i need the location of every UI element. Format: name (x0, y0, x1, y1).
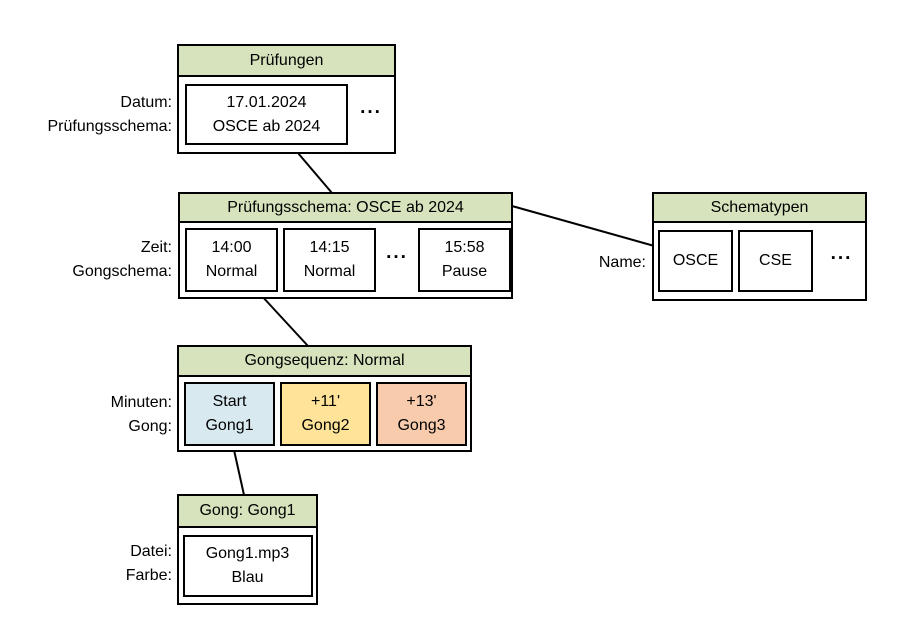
schematyp-cell-osce: OSCE (658, 230, 733, 292)
entity-gong-body: Gong1.mp3 Blau (179, 528, 316, 603)
slot-zeit-value: 14:00 (211, 239, 252, 256)
entity-gong-title: Gong: Gong1 (179, 496, 316, 528)
gong-minuten-value: +13' (406, 392, 437, 410)
entity-schematypen-title: Schematypen (654, 194, 865, 223)
connector-schema-to-schematyp (511, 205, 659, 248)
entity-pruefungsschema-title: Prüfungsschema: OSCE ab 2024 (180, 194, 511, 223)
gong-name-value: Gong2 (301, 416, 350, 434)
entity-pruefungen-body: 17.01.2024 OSCE ab 2024 ... (179, 77, 394, 152)
schematyp-name-value: CSE (759, 252, 792, 269)
entity-schematypen: Schematypen OSCE CSE ... (652, 192, 867, 301)
gongsequenz-cell-gong1: Start Gong1 (184, 381, 275, 446)
entity-pruefungsschema-body: 14:00 Normal 14:15 Normal ... 15:58 Paus… (180, 223, 511, 297)
entity-gong: Gong: Gong1 Gong1.mp3 Blau (177, 494, 318, 605)
entity-pruefungen-title: Prüfungen (179, 46, 394, 77)
gong-field-labels: Datei: Farbe: (0, 540, 172, 588)
gongsequenz-field-labels: Minuten: Gong: (0, 391, 172, 439)
label-gongschema: Gongschema: (72, 263, 172, 280)
gong-minuten-value: Start (212, 392, 247, 410)
pruefungsschema-field-labels: Zeit: Gongschema: (0, 236, 172, 284)
schematyp-cell-cse: CSE (738, 230, 813, 292)
schematyp-name-value: OSCE (672, 252, 719, 269)
pruefungen-datum-value: 17.01.2024 (226, 93, 307, 111)
gongsequenz-cell-gong2: +11' Gong2 (280, 381, 371, 446)
label-pruefungsschema: Prüfungsschema: (47, 118, 172, 135)
label-datei: Datei: (130, 543, 172, 560)
pruefungen-schema-value: OSCE ab 2024 (212, 117, 321, 135)
slot-gongschema-value: Normal (205, 263, 258, 280)
schematypen-field-labels: Name: (0, 251, 646, 275)
slot-cell-1558: 15:58 Pause (418, 228, 511, 292)
label-datum: Datum: (120, 94, 172, 111)
connector-gong1-to-gong (233, 449, 245, 496)
entity-gongsequenz-title: Gongsequenz: Normal (179, 347, 470, 377)
entity-pruefungen: Prüfungen 17.01.2024 OSCE ab 2024 ... (177, 44, 396, 154)
pruefungsschema-ellipsis: ... (386, 242, 408, 263)
label-farbe: Farbe: (125, 567, 172, 584)
gong-name-value: Gong3 (397, 416, 446, 434)
entity-gongsequenz: Gongsequenz: Normal Start Gong1 +11' Gon… (177, 345, 472, 452)
slot-cell-1415: 14:15 Normal (283, 228, 376, 292)
pruefungen-ellipsis: ... (360, 96, 382, 118)
gong-farbe-value: Blau (231, 568, 264, 586)
slot-cell-1400: 14:00 Normal (185, 228, 278, 292)
connector-gongschema-to-gongsequenz (259, 293, 309, 347)
pruefungen-field-labels: Datum: Prüfungsschema: (0, 91, 172, 139)
gong-minuten-value: +11' (310, 392, 340, 410)
gongsequenz-cell-gong3: +13' Gong3 (376, 381, 467, 446)
slot-zeit-value: 14:15 (309, 239, 350, 256)
label-name: Name: (598, 254, 646, 271)
slot-gongschema-value: Pause (441, 263, 488, 280)
label-zeit: Zeit: (140, 239, 172, 256)
entity-pruefungsschema: Prüfungsschema: OSCE ab 2024 14:00 Norma… (178, 192, 513, 299)
pruefungen-record-cell: 17.01.2024 OSCE ab 2024 (185, 84, 348, 145)
gong-record-cell: Gong1.mp3 Blau (182, 534, 313, 597)
gong-name-value: Gong1 (205, 416, 254, 434)
slot-gongschema-value: Normal (303, 263, 356, 280)
slot-zeit-value: 15:58 (444, 239, 485, 256)
entity-gongsequenz-body: Start Gong1 +11' Gong2 +13' Gong3 (179, 377, 470, 450)
gong-datei-value: Gong1.mp3 (205, 544, 290, 562)
label-minuten: Minuten: (110, 394, 172, 411)
label-gong: Gong: (128, 418, 172, 435)
schematypen-ellipsis: ... (830, 243, 853, 264)
entity-schematypen-body: OSCE CSE ... (654, 223, 865, 299)
